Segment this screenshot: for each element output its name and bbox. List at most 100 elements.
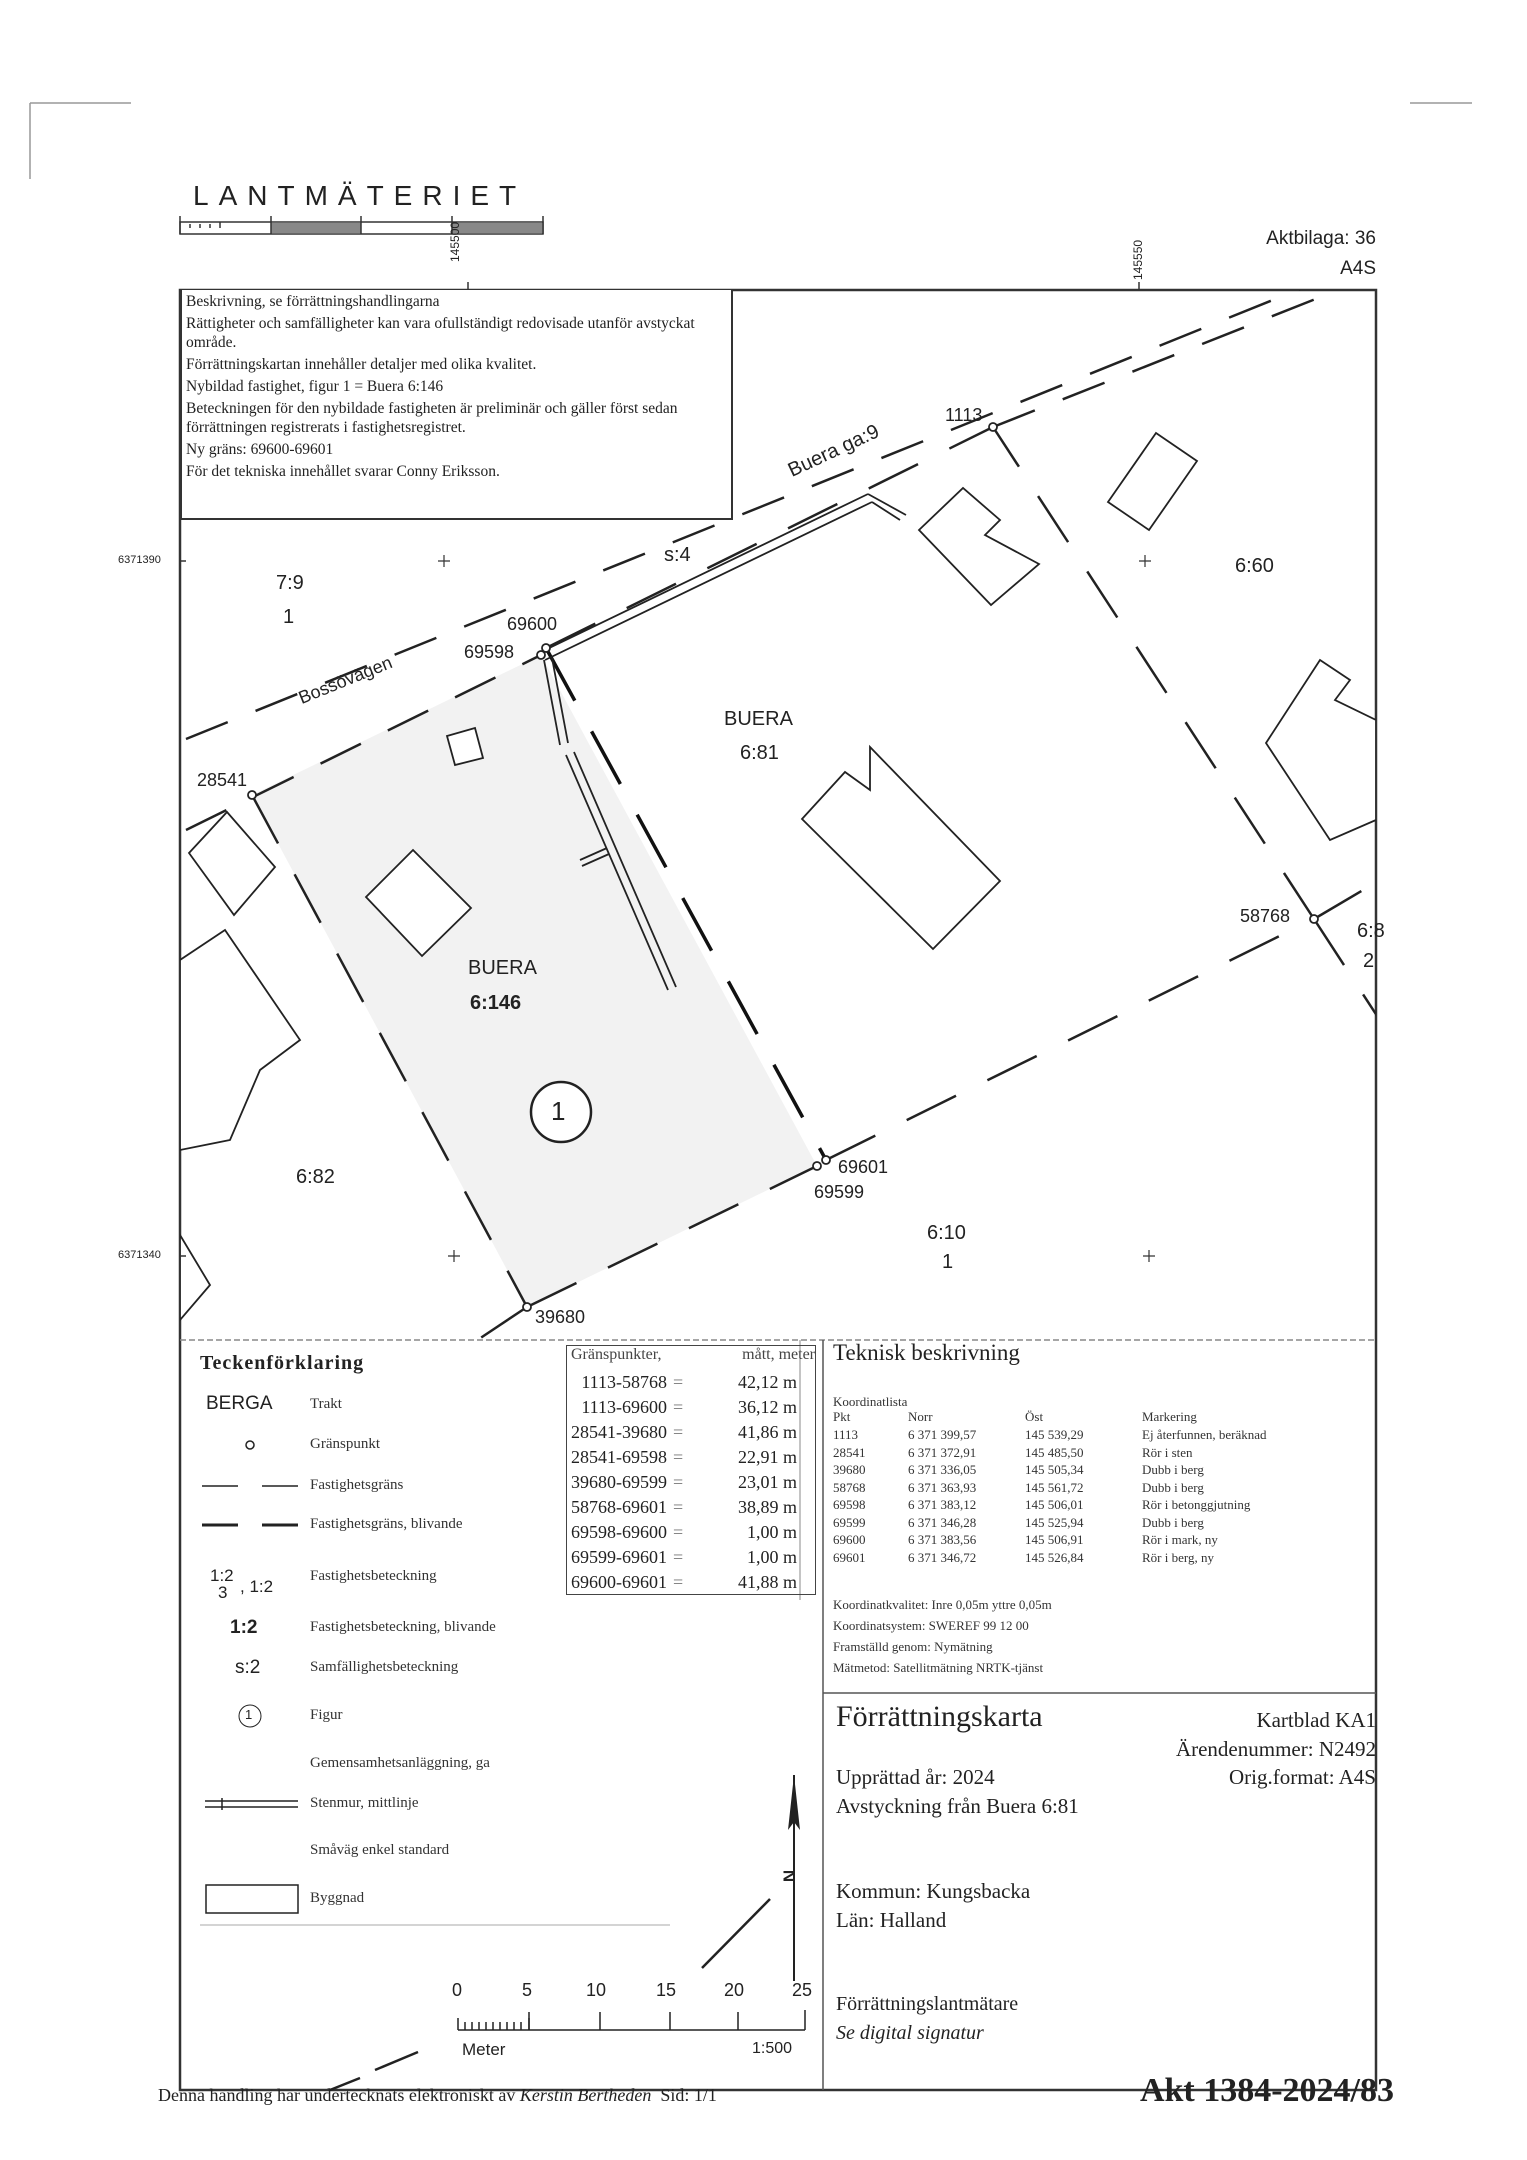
distance-value: 22,91 m: [737, 1447, 797, 1467]
coordinate-cell: Rör i berg, ny: [1142, 1549, 1214, 1565]
legend-symbol-figur: 1: [245, 1707, 253, 1722]
coordinate-cell: 6 371 372,91: [908, 1444, 977, 1460]
paper-format: A4S: [1340, 258, 1376, 279]
coordinate-cell: 145 539,29: [1025, 1427, 1084, 1442]
kartblad: Kartblad KA1: [1256, 1708, 1376, 1732]
point-pair: 69600-69601: [571, 1572, 667, 1592]
parcel-label-buera-new: BUERA: [468, 957, 537, 979]
equals-sign: =: [673, 1547, 684, 1567]
distance-value: 1,00 m: [746, 1522, 797, 1542]
table-header: Gränspunkter,: [571, 1346, 662, 1363]
buildings: [180, 431, 1376, 1322]
point-pair: 58768-69601: [571, 1497, 667, 1517]
distance-value: 38,89 m: [737, 1497, 797, 1517]
description-line: För det tekniska innehållet svarar Conny…: [186, 463, 500, 480]
coordinate-cell: Rör i mark, ny: [1142, 1532, 1218, 1547]
point-pair: 28541-69598: [571, 1447, 667, 1467]
legend-label: Fastighetsbeteckning, blivande: [310, 1619, 496, 1635]
parcel-label-6-146: 6:146: [470, 992, 522, 1014]
northing-label: 6371390: [118, 554, 161, 566]
logo-scale-bar: [179, 216, 544, 235]
lantmateriet-logo: LANTMÄTERIET: [193, 180, 527, 211]
building: [187, 810, 277, 917]
page-number: Sid: 1/1: [660, 2085, 717, 2105]
column-header: Markering: [1142, 1409, 1197, 1424]
coordinate-cell: 6 371 383,56: [908, 1532, 977, 1547]
parcel-label-7-9-sub: 1: [283, 606, 295, 628]
boundary-points: [247, 422, 1319, 1312]
coordinate-cell: 6 371 383,12: [908, 1497, 977, 1512]
crop-marks: [29, 102, 1472, 179]
road-edges: [185, 290, 1342, 832]
building: [445, 726, 485, 767]
legend-label: Småväg enkel standard: [310, 1842, 450, 1858]
map-title: Förrättningskarta: [836, 1700, 1043, 1733]
scale-tick-label: 15: [656, 1980, 677, 2000]
figure-circle: [529, 1080, 593, 1144]
equals-sign: =: [673, 1372, 684, 1392]
description-box: Beskrivning, se förrättningshandlingarna…: [180, 290, 733, 520]
arendenummer: Ärendenummer: N2492: [1175, 1737, 1376, 1761]
scale-bar: [457, 2010, 806, 2031]
legend-symbol-trakt: BERGA: [206, 1393, 273, 1414]
technical-note: Koordinatkvalitet: Inre 0,05m yttre 0,05…: [833, 1597, 1052, 1612]
legend-symbol-blivande: 1:2: [230, 1617, 258, 1638]
point-label-69599: 69599: [814, 1182, 865, 1202]
north-arrow-icon: [329, 1775, 800, 2092]
parcel-label-6-10-sub: 1: [942, 1251, 954, 1273]
scale-tick-label: 20: [724, 1980, 745, 2000]
column-header: Pkt: [833, 1409, 851, 1424]
parcel-label-7-9: 7:9: [276, 572, 304, 594]
point-pair: 1113-58768: [581, 1372, 667, 1392]
samfallighet-label-s4: s:4: [664, 544, 691, 566]
coordinate-cell: 145 525,94: [1025, 1514, 1084, 1530]
coordinate-cell: 145 526,84: [1025, 1549, 1084, 1565]
legend-label: Figur: [310, 1707, 343, 1723]
parcel-label-6-60: 6:60: [1235, 555, 1274, 577]
legend-symbols: [202, 1440, 299, 1914]
aktbilaga: Aktbilaga: 36: [1266, 228, 1376, 249]
coordinate-cell: 69599: [833, 1514, 866, 1530]
parcel-label-6-8: 6:8: [1357, 920, 1385, 942]
point-label-58768: 58768: [1240, 906, 1291, 926]
coordinate-cell: Rör i sten: [1142, 1444, 1193, 1460]
legend-label: Trakt: [310, 1396, 342, 1412]
technical-note: Framställd genom: Nymätning: [833, 1639, 993, 1654]
legend-symbol-samfallighet: s:2: [235, 1657, 261, 1678]
point-label-69600: 69600: [507, 614, 558, 634]
road-edge: [701, 1898, 771, 1969]
distance-value: 23,01 m: [737, 1472, 797, 1492]
legend-label: Fastighetsgräns, blivande: [310, 1516, 463, 1532]
map-frame: [178, 288, 1378, 2092]
upprattad: Upprättad år: 2024: [836, 1765, 995, 1789]
legend-label: Fastighetsbeteckning: [310, 1568, 437, 1584]
legend-symbol-part: 1:2: [210, 1566, 234, 1585]
parcel-6-146-area: [252, 655, 817, 1307]
building: [180, 1233, 212, 1322]
coordinate-cell: 28541: [833, 1444, 866, 1460]
point-label-39680: 39680: [535, 1307, 586, 1327]
coordinate-cell: 6 371 363,93: [908, 1479, 977, 1495]
new-boundary-69600-69601: [544, 647, 828, 1161]
orig-format: Orig.format: A4S: [1229, 1765, 1376, 1789]
technical-title: Teknisk beskrivning: [833, 1340, 1020, 1365]
legend-title: Teckenförklaring: [200, 1352, 365, 1374]
stone-walls: [540, 493, 907, 991]
property-boundaries: [250, 425, 1376, 1340]
coordinate-cell: 1113: [833, 1427, 859, 1442]
coordinate-cell: Rör i betongg­jutning: [1142, 1497, 1251, 1512]
coordinate-cell: 145 506,01: [1025, 1497, 1084, 1512]
parcel-label-6-8-sub: 2: [1363, 950, 1375, 972]
coordinate-cell: Dubb i berg: [1142, 1479, 1204, 1495]
digital-signature: Se digital signatur: [836, 2022, 984, 2044]
building: [1264, 658, 1376, 842]
point-pair: 28541-39680: [571, 1422, 667, 1442]
point-label-1113: 1113: [945, 405, 983, 425]
coordinate-cell: 69601: [833, 1549, 866, 1565]
description-line: Förrättningskartan innehåller detaljer m…: [186, 356, 537, 373]
building: [180, 928, 302, 1151]
building: [364, 848, 473, 958]
scale-tick-label: 0: [452, 1980, 463, 2000]
